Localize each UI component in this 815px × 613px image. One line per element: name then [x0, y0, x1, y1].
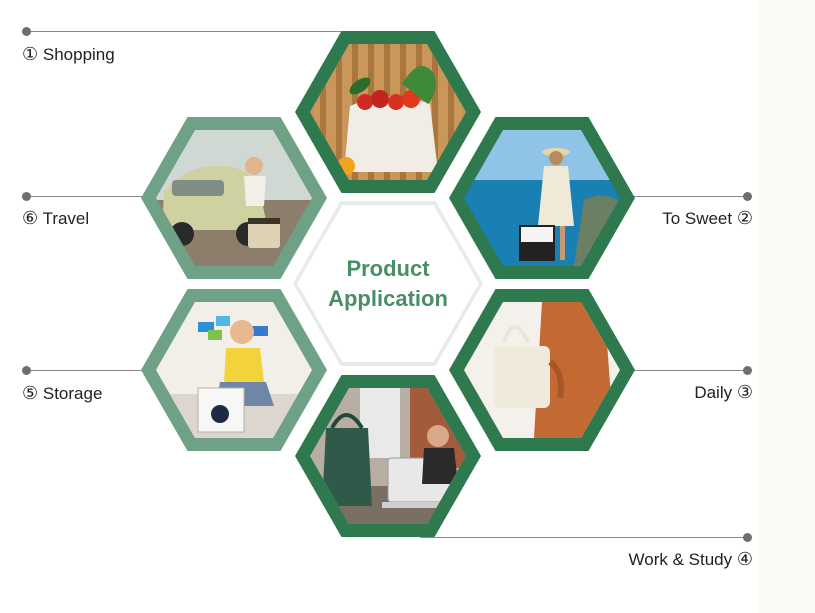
to-sweet-illustration	[464, 130, 620, 266]
hex-daily	[449, 289, 635, 451]
dot-shopping	[22, 27, 31, 36]
label-text: Shopping	[42, 45, 115, 64]
travel-photo	[156, 130, 312, 266]
center-title-line2: Application	[328, 285, 448, 311]
storage-photo	[156, 302, 312, 438]
center-hexagon: Product Application	[293, 201, 483, 366]
label-text: Storage	[42, 384, 103, 403]
line-work-study	[420, 537, 748, 538]
label-storage: ⑤ Storage	[22, 384, 102, 404]
travel-illustration	[156, 130, 312, 266]
center-title-line1: Product	[346, 255, 430, 281]
line-travel	[26, 196, 186, 197]
daily-illustration	[464, 302, 620, 438]
line-daily	[600, 370, 748, 371]
hex-storage	[141, 289, 327, 451]
dot-work-study	[743, 533, 752, 542]
label-number: ⑥	[22, 208, 39, 229]
storage-illustration	[156, 302, 312, 438]
label-to-sweet: To Sweet ②	[662, 209, 753, 229]
label-number: ①	[22, 44, 39, 65]
label-text: Daily	[694, 383, 733, 402]
hex-to-sweet	[449, 117, 635, 279]
label-number: ②	[736, 208, 753, 229]
line-storage	[26, 370, 186, 371]
daily-photo	[464, 302, 620, 438]
dot-travel	[22, 192, 31, 201]
background-strip	[758, 0, 815, 613]
label-number: ⑤	[22, 383, 39, 404]
hex-work-study	[295, 375, 481, 537]
label-number: ③	[736, 382, 753, 403]
dot-to-sweet	[743, 192, 752, 201]
work-study-photo	[310, 388, 466, 524]
label-shopping: ① Shopping	[22, 45, 115, 65]
label-text: Work & Study	[628, 550, 733, 569]
shopping-illustration	[310, 44, 466, 180]
shopping-photo	[310, 44, 466, 180]
line-to-sweet	[600, 196, 748, 197]
to-sweet-photo	[464, 130, 620, 266]
dot-daily	[743, 366, 752, 375]
hex-travel	[141, 117, 327, 279]
label-work-study: Work & Study ④	[629, 550, 754, 570]
label-daily: Daily ③	[694, 383, 753, 403]
work-study-illustration	[310, 388, 466, 524]
label-text: Travel	[42, 209, 90, 228]
dot-storage	[22, 366, 31, 375]
label-text: To Sweet	[662, 209, 733, 228]
label-travel: ⑥ Travel	[22, 209, 89, 229]
center-hexagon-inner: Product Application	[297, 205, 479, 362]
hex-shopping	[295, 31, 481, 193]
label-number: ④	[736, 549, 753, 570]
line-shopping	[26, 31, 346, 32]
